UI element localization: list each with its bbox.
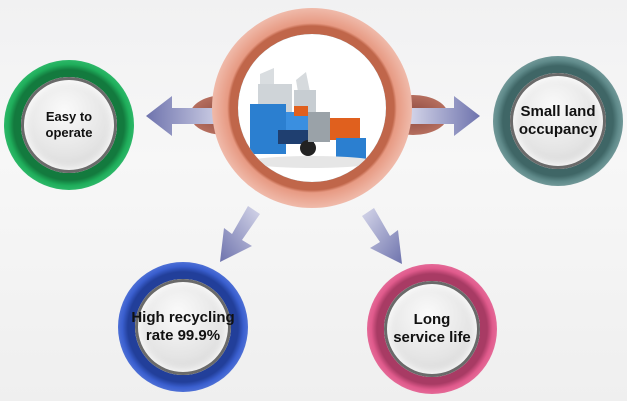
arrow-left-icon <box>146 96 226 136</box>
feature-node-easy-to-operate: Easy to operate <box>4 60 134 190</box>
feature-label: Small land occupancy <box>518 103 598 138</box>
feature-label: High recycling rate 99.9% <box>131 309 235 344</box>
recycling-machine-image <box>238 34 386 182</box>
feature-node-high-recycling-rate: High recycling rate 99.9% <box>118 262 248 392</box>
arrow-down-right-icon <box>362 208 402 264</box>
feature-node-small-land-occupancy: Small land occupancy <box>493 56 623 186</box>
arrow-down-left-icon <box>220 206 260 262</box>
feature-label: Easy to operate <box>45 109 93 140</box>
center-node <box>212 8 412 208</box>
feature-label: Long service life <box>393 311 471 346</box>
arrow-right-icon <box>408 96 480 136</box>
feature-node-long-service-life: Long service life <box>367 264 497 394</box>
